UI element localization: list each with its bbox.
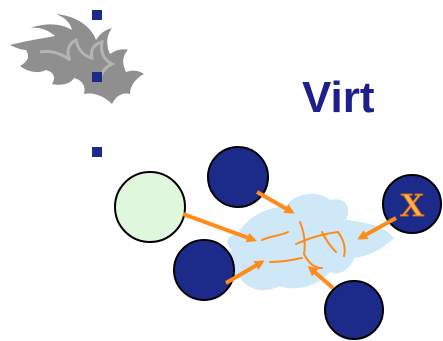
arrow-new xyxy=(182,212,257,243)
node-top xyxy=(207,146,269,208)
bullet-marker xyxy=(92,10,102,20)
bullet-marker xyxy=(92,147,102,157)
node-bottom-left xyxy=(173,239,235,301)
node-new xyxy=(114,171,186,243)
node-blocked xyxy=(382,174,442,234)
node-bottom-right xyxy=(324,280,384,340)
bullet-marker xyxy=(92,72,102,82)
slide-title: Virt xyxy=(302,73,375,122)
arrow-blocked xyxy=(357,216,397,240)
arrow-top xyxy=(256,190,295,214)
flame-logo-icon xyxy=(10,14,144,104)
network-cloud xyxy=(226,193,394,291)
arrow-bottom-right xyxy=(307,266,335,290)
arrow-bottom-left xyxy=(224,260,265,285)
connection-arrows xyxy=(182,190,397,290)
blocked-marker: X xyxy=(400,187,425,224)
